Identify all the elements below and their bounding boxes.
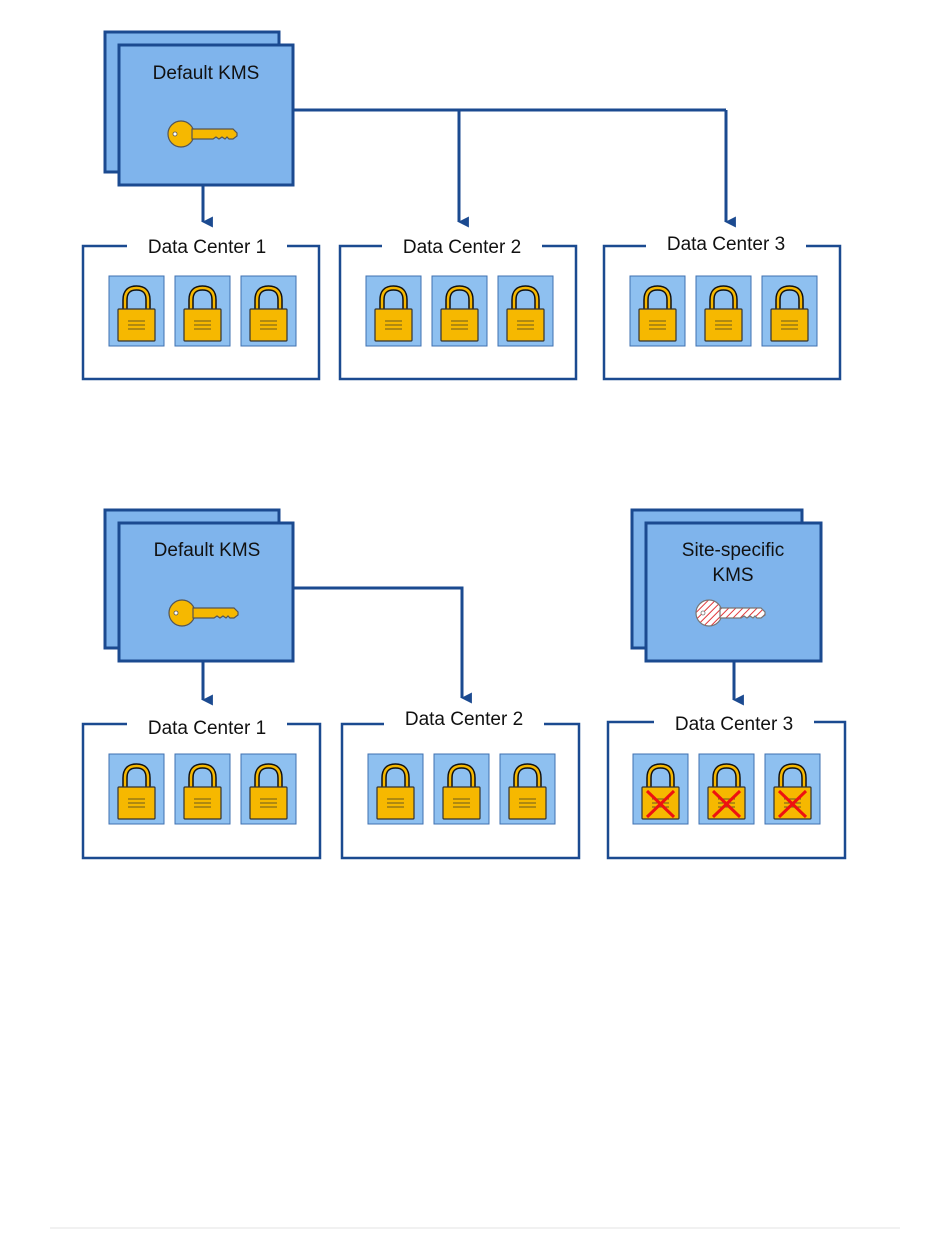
data-center-label: Data Center 3: [675, 714, 793, 735]
lock-icon: [432, 276, 487, 346]
default-kms-label: Default KMS: [154, 540, 261, 561]
lock-icon: [109, 276, 164, 346]
site-kms-label-line1: Site-specific: [682, 540, 784, 561]
lock-icon: [630, 276, 685, 346]
data-center-1: Data Center 1: [83, 234, 319, 379]
lock-icon: [368, 754, 423, 824]
lock-icon: [498, 276, 553, 346]
lock-icon: [366, 276, 421, 346]
bottom-diagram: Default KMS Site-specific KMS Data Cente…: [83, 510, 845, 858]
lock-icon: [762, 276, 817, 346]
data-center-label: Data Center 1: [148, 237, 266, 258]
data-center-3: Data Center 3: [608, 710, 845, 858]
data-center-label: Data Center 2: [403, 237, 521, 258]
crossed-lock-icon: [765, 754, 820, 824]
lock-icon: [696, 276, 751, 346]
default-kms-label: Default KMS: [153, 63, 260, 84]
lock-icon: [241, 276, 296, 346]
lock-icon: [175, 276, 230, 346]
site-kms-label-line2: KMS: [712, 565, 753, 586]
lock-icon: [434, 754, 489, 824]
default-kms-node: Default KMS: [105, 510, 293, 661]
crossed-lock-icon: [633, 754, 688, 824]
data-center-label: Data Center 3: [667, 234, 785, 255]
top-diagram: Default KMS Data Center 1 Data Center 2 …: [83, 32, 840, 379]
lock-icon: [109, 754, 164, 824]
default-kms-node: Default KMS: [105, 32, 293, 185]
data-center-label: Data Center 1: [148, 718, 266, 739]
lock-icon: [175, 754, 230, 824]
lock-icon: [500, 754, 555, 824]
crossed-lock-icon: [699, 754, 754, 824]
data-center-3: Data Center 3: [604, 232, 840, 379]
data-center-1: Data Center 1: [83, 712, 320, 858]
data-center-2: Data Center 2: [340, 234, 576, 379]
site-kms-node: Site-specific KMS: [632, 510, 821, 661]
lock-icon: [241, 754, 296, 824]
data-center-2: Data Center 2: [342, 706, 579, 858]
data-center-label: Data Center 2: [405, 709, 523, 730]
